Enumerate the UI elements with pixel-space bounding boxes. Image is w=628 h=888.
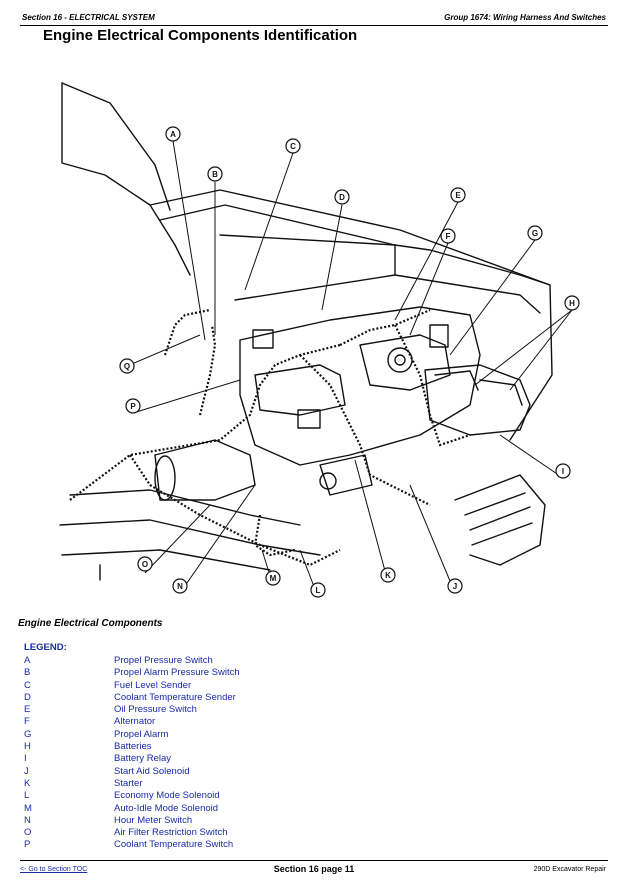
- legend-description: Battery Relay: [114, 753, 172, 765]
- callout-m: M: [265, 570, 281, 586]
- callout-label: A: [170, 130, 176, 139]
- legend-row: N Hour Meter Switch: [24, 815, 324, 827]
- section-toc-link[interactable]: <- Go to Section TOC: [20, 866, 88, 873]
- callout-c: C: [285, 138, 301, 154]
- callout-j: J: [447, 578, 463, 594]
- legend-description: Oil Pressure Switch: [114, 704, 197, 716]
- callout-i: I: [555, 463, 571, 479]
- legend-key: G: [24, 728, 32, 740]
- legend-description: Economy Mode Solenoid: [114, 790, 220, 802]
- legend-row: K Starter: [24, 778, 324, 790]
- legend-key: P: [24, 839, 31, 851]
- callout-label: K: [385, 571, 391, 580]
- footer-divider: [20, 860, 608, 861]
- callout-label: D: [339, 193, 345, 202]
- legend-description: Propel Alarm Pressure Switch: [114, 667, 240, 679]
- legend-description: Propel Pressure Switch: [114, 655, 213, 666]
- legend-description: Propel Alarm: [114, 728, 169, 740]
- legend-key: I: [24, 753, 27, 765]
- callout-label: G: [532, 229, 538, 238]
- legend-label: LEGEND:: [24, 642, 67, 653]
- legend-row: A Propel Pressure Switch: [24, 655, 324, 667]
- callout-label: N: [177, 582, 183, 591]
- callout-label: M: [270, 574, 277, 583]
- callout-k: K: [380, 567, 396, 583]
- legend-row: O Air Filter Restriction Switch: [24, 827, 324, 839]
- legend-description: Batteries: [114, 741, 152, 753]
- header-divider: [20, 25, 608, 26]
- legend-key: N: [24, 814, 31, 826]
- legend-row: B Propel Alarm Pressure Switch: [24, 667, 324, 679]
- callout-h: H: [564, 295, 580, 311]
- legend-row: P Coolant Temperature Switch: [24, 839, 324, 851]
- callout-label: L: [316, 586, 321, 595]
- callout-label: Q: [124, 362, 130, 371]
- legend-key: H: [24, 741, 31, 753]
- legend-description: Start Aid Solenoid: [114, 765, 190, 777]
- legend-row: G Propel Alarm: [24, 729, 324, 741]
- legend-description: Coolant Temperature Sender: [114, 691, 236, 703]
- callout-label: I: [562, 467, 564, 476]
- legend-key: D: [24, 691, 31, 703]
- legend-key: J: [24, 765, 29, 777]
- page-number: Section 16 page 11: [273, 864, 355, 874]
- callout-l: L: [310, 582, 326, 598]
- callout-label: J: [453, 582, 457, 591]
- callout-q: Q: [119, 358, 135, 374]
- legend-key: O: [24, 827, 32, 839]
- legend-row: H Batteries: [24, 741, 324, 753]
- legend-row: E Oil Pressure Switch: [24, 704, 324, 716]
- page-title: Engine Electrical Components Identificat…: [43, 27, 358, 44]
- callout-f: F: [440, 228, 456, 244]
- legend-description: Alternator: [114, 716, 156, 728]
- legend-key: B: [24, 667, 31, 679]
- callout-p: P: [125, 398, 141, 414]
- legend-row: J Start Aid Solenoid: [24, 766, 324, 778]
- legend-row: I Battery Relay: [24, 753, 324, 765]
- legend-description: Coolant Temperature Switch: [114, 839, 234, 851]
- legend-description: Hour Meter Switch: [114, 814, 193, 826]
- callout-label: O: [142, 560, 148, 569]
- legend-description: Fuel Level Sender: [114, 679, 192, 691]
- manual-name: 290D Excavator Repair: [533, 866, 606, 873]
- engine-electrical-diagram: A B C D E F G H I J K L M N O P Q: [59, 82, 580, 598]
- callout-b: B: [207, 166, 223, 182]
- legend-description: Starter: [114, 777, 143, 789]
- legend-key: E: [24, 704, 31, 716]
- components-heading: Engine Electrical Components: [18, 618, 163, 629]
- callout-n: N: [172, 578, 188, 594]
- callout-label: P: [130, 402, 136, 411]
- callout-label: E: [455, 191, 461, 200]
- legend-row: F Alternator: [24, 716, 324, 728]
- callout-label: F: [446, 232, 451, 241]
- header-section: Section 16 - ELECTRICAL SYSTEM: [22, 13, 155, 22]
- callout-label: C: [290, 142, 296, 151]
- legend-row: D Coolant Temperature Sender: [24, 692, 324, 704]
- legend-description: Air Filter Restriction Switch: [114, 827, 228, 839]
- callout-a: A: [165, 126, 181, 142]
- callout-o: O: [137, 556, 153, 572]
- legend-row: M Auto-Idle Mode Solenoid: [24, 803, 324, 815]
- legend-key: C: [24, 679, 31, 691]
- legend-description: Auto-Idle Mode Solenoid: [114, 802, 219, 814]
- legend-key: K: [24, 777, 31, 789]
- legend-key: A: [24, 655, 31, 666]
- legend-row: C Fuel Level Sender: [24, 680, 324, 692]
- legend-key: F: [24, 716, 30, 728]
- legend-key: M: [24, 802, 32, 814]
- callout-d: D: [334, 189, 350, 205]
- callout-label: H: [569, 299, 575, 308]
- callout-e: E: [450, 187, 466, 203]
- legend-key: L: [24, 790, 30, 802]
- legend-row: L Economy Mode Solenoid: [24, 790, 324, 802]
- header-group: Group 1674: Wiring Harness And Switches: [444, 13, 606, 22]
- callout-g: G: [527, 225, 543, 241]
- callout-label: B: [212, 170, 218, 179]
